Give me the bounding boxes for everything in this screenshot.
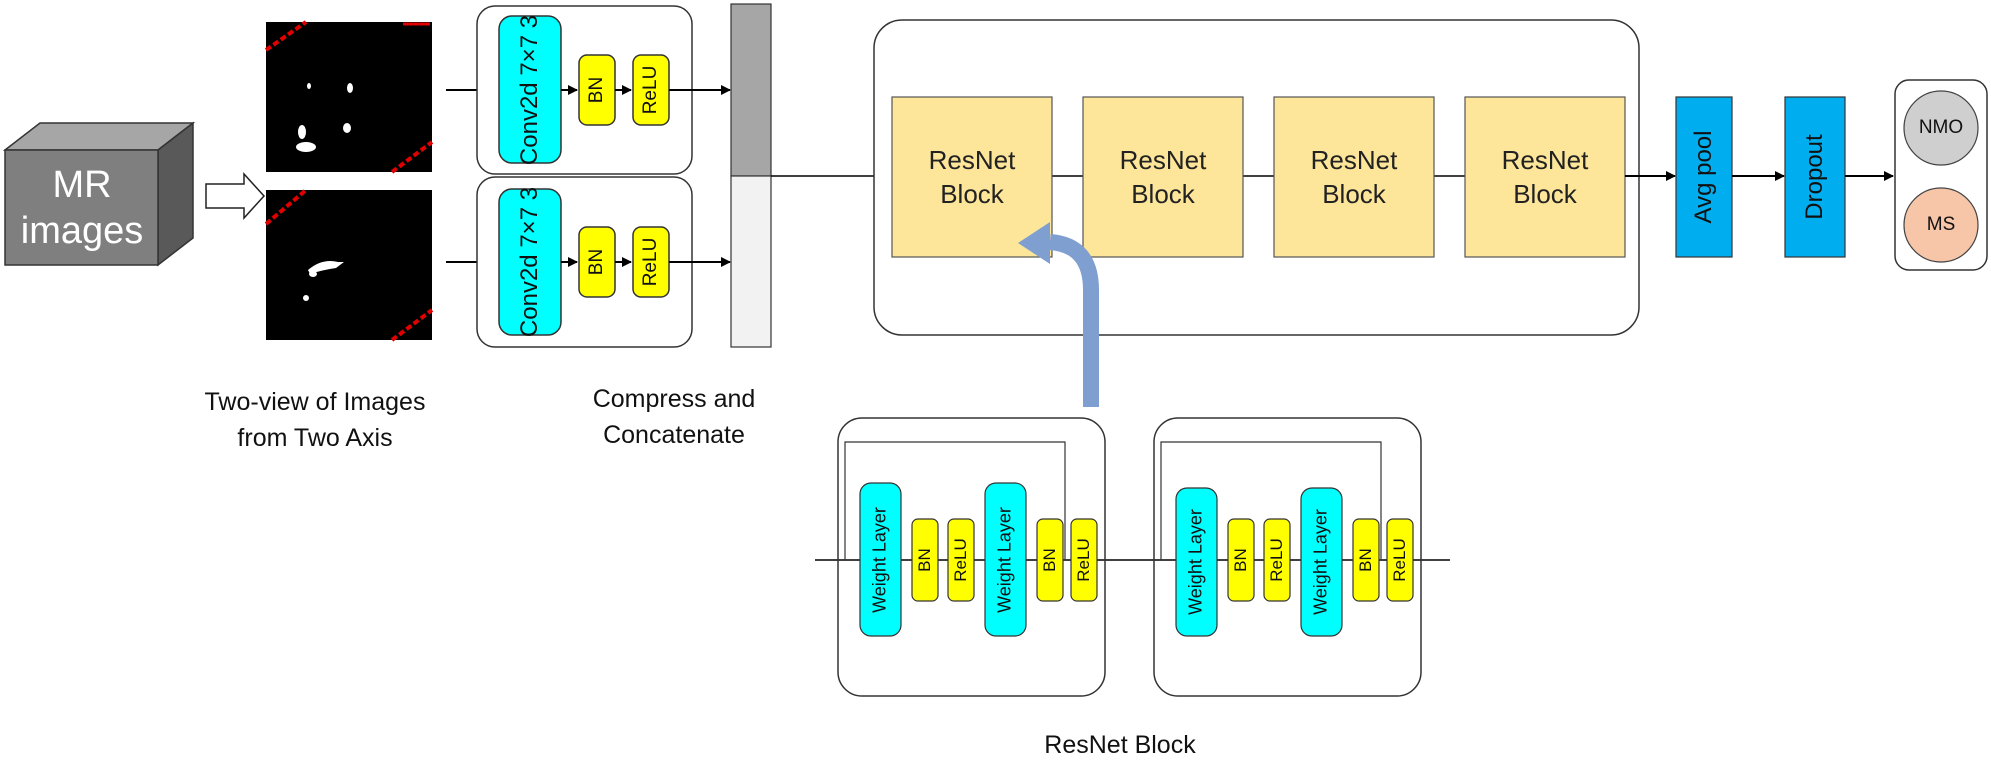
view-image-top xyxy=(264,20,434,174)
resnet-detail-unit-2 xyxy=(1153,417,1422,697)
resnet-group xyxy=(873,19,1640,336)
caption-resnet-block: ResNet Block xyxy=(1044,731,1196,759)
relu-label-top: ReLU xyxy=(640,65,661,115)
detail2-bn1-label: BN xyxy=(1231,548,1250,572)
bn-label-bottom: BN xyxy=(586,248,607,276)
detail1-relu2-label: ReLU xyxy=(1074,538,1093,582)
resnet-detail-unit-1 xyxy=(837,417,1106,697)
output-ms-label: MS xyxy=(1926,214,1956,235)
avg-pool-label: Avg pool xyxy=(1690,130,1717,224)
detail2-bn2-label: BN xyxy=(1356,548,1375,572)
expand-arrow-icon xyxy=(1018,222,1099,407)
conv-branch-bottom xyxy=(476,176,731,348)
resnet-block-1 xyxy=(891,96,1053,258)
concatenate-bar xyxy=(730,3,772,348)
detail2-weight2-label: Weight Layer xyxy=(1310,509,1331,615)
conv2d-label-bottom: Conv2d 7×7 3 xyxy=(516,186,543,338)
output-ms-circle xyxy=(1903,187,1979,263)
detail1-weight2-label: Weight Layer xyxy=(994,507,1015,613)
bn-label-top: BN xyxy=(586,76,607,104)
dropout-layer xyxy=(1784,96,1846,258)
output-nmo-label: NMO xyxy=(1918,117,1964,138)
view-image-bottom xyxy=(264,188,434,342)
relu-label-bottom: ReLU xyxy=(640,237,661,287)
resnet-block-2 xyxy=(1082,96,1244,258)
detail1-bn2-label: BN xyxy=(1040,548,1059,572)
detail1-weight1-label: Weight Layer xyxy=(869,507,890,613)
detail2-relu1-label: ReLU xyxy=(1267,538,1286,582)
resnet-block-3 xyxy=(1273,96,1435,258)
detail2-weight1-label: Weight Layer xyxy=(1185,509,1206,615)
detail1-bn1-label: BN xyxy=(915,548,934,572)
conv-branch-top xyxy=(476,5,731,175)
detail1-relu1-label: ReLU xyxy=(951,538,970,582)
mr-images-cube xyxy=(2,121,196,267)
conv2d-label-top: Conv2d 7×7 3 xyxy=(516,14,543,166)
dropout-label: Dropout xyxy=(1801,134,1828,220)
hollow-arrow-icon xyxy=(205,172,266,220)
output-nmo-circle xyxy=(1903,90,1979,166)
detail2-relu2-label: ReLU xyxy=(1390,538,1409,582)
resnet-block-4 xyxy=(1464,96,1626,258)
